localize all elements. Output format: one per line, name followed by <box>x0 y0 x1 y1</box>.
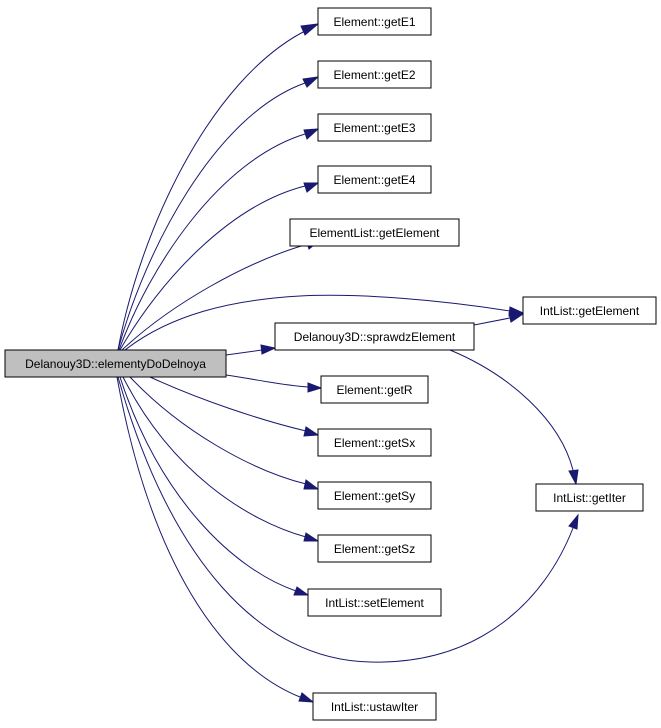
node-intlist-ustawiter[interactable]: IntList::ustawIter <box>312 692 437 721</box>
arrowhead-getSy <box>303 479 320 490</box>
edge-root-to-sprawdzelement <box>225 349 263 356</box>
edge-sprawdzelement-to-intlist-getelement <box>473 317 511 326</box>
node-element-getE2-label: Element::getE2 <box>333 68 415 82</box>
node-element-getE4-label: Element::getE4 <box>333 173 415 187</box>
node-intlist-getelement[interactable]: IntList::getElement <box>522 296 657 325</box>
node-element-getR-label: Element::getR <box>336 383 412 397</box>
arrowhead-getSz <box>303 532 320 542</box>
edge-root-to-getE2 <box>117 82 306 351</box>
edges <box>116 23 579 703</box>
arrowhead-intlist-getelement-from-sprawdz <box>508 312 525 323</box>
node-element-getE1[interactable]: Element::getE1 <box>317 7 432 36</box>
arrowhead-getE3 <box>303 128 320 140</box>
node-sprawdzelement[interactable]: Delanouy3D::sprawdzElement <box>274 322 475 351</box>
node-element-getE3-label: Element::getE3 <box>333 121 415 135</box>
node-intlist-ustawiter-label: IntList::ustawIter <box>331 700 418 714</box>
node-element-getR[interactable]: Element::getR <box>320 375 429 404</box>
arrowhead-getSx <box>303 426 320 437</box>
edge-root-to-getiter <box>117 376 574 663</box>
edge-root-to-getSx <box>149 376 307 432</box>
edge-root-to-getSy <box>129 376 307 485</box>
arrowhead-ustawiter <box>298 692 315 703</box>
node-root-label: Delanouy3D::elementyDoDelnoya <box>25 357 206 371</box>
arrowhead-getE1 <box>300 23 320 36</box>
arrowhead-getR <box>307 382 323 393</box>
arrowhead-getiter-from-sprawdz <box>568 469 579 486</box>
node-elementlist-getelement[interactable]: ElementList::getElement <box>289 218 460 247</box>
node-sprawdzelement-label: Delanouy3D::sprawdzElement <box>294 330 456 344</box>
edge-root-to-setelement <box>119 376 297 592</box>
node-intlist-getiter-label: IntList::getIter <box>553 491 626 505</box>
node-intlist-getelement-label: IntList::getElement <box>540 304 640 318</box>
edge-root-to-getE4 <box>119 185 306 351</box>
node-root[interactable]: Delanouy3D::elementyDoDelnoya <box>4 349 227 378</box>
edge-root-to-elementlist-getelement <box>121 243 309 351</box>
arrowhead-sprawdzelement <box>260 344 277 355</box>
arrowhead-getE2 <box>302 76 320 88</box>
edge-root-to-getR <box>225 374 309 388</box>
node-element-getSy[interactable]: Element::getSy <box>317 481 432 510</box>
edge-root-to-ustawiter <box>116 376 301 698</box>
node-element-getE4[interactable]: Element::getE4 <box>317 165 432 194</box>
node-elementlist-getelement-label: ElementList::getElement <box>309 226 440 240</box>
edge-root-to-getSz <box>122 376 307 538</box>
node-element-getE2[interactable]: Element::getE2 <box>317 60 432 89</box>
arrowhead-getiter-from-root <box>568 513 579 530</box>
node-element-getE3[interactable]: Element::getE3 <box>317 113 432 142</box>
edge-root-to-getE3 <box>118 133 306 351</box>
node-element-getSz-label: Element::getSz <box>334 542 415 556</box>
node-element-getSx-label: Element::getSx <box>334 436 415 450</box>
node-element-getE1-label: Element::getE1 <box>333 15 415 29</box>
edge-root-to-intlist-getelement <box>124 294 511 351</box>
edge-root-to-getE1 <box>117 30 306 351</box>
node-element-getSx[interactable]: Element::getSx <box>317 428 432 457</box>
node-intlist-getiter[interactable]: IntList::getIter <box>535 483 644 512</box>
arrowhead-getE4 <box>303 182 320 193</box>
node-intlist-setelement-label: IntList::setElement <box>325 596 424 610</box>
arrowhead-setelement <box>293 586 310 596</box>
node-element-getSy-label: Element::getSy <box>334 489 415 503</box>
node-element-getSz[interactable]: Element::getSz <box>317 534 432 563</box>
node-intlist-setelement[interactable]: IntList::setElement <box>307 588 442 617</box>
edge-sprawdzelement-to-getiter <box>449 349 574 471</box>
